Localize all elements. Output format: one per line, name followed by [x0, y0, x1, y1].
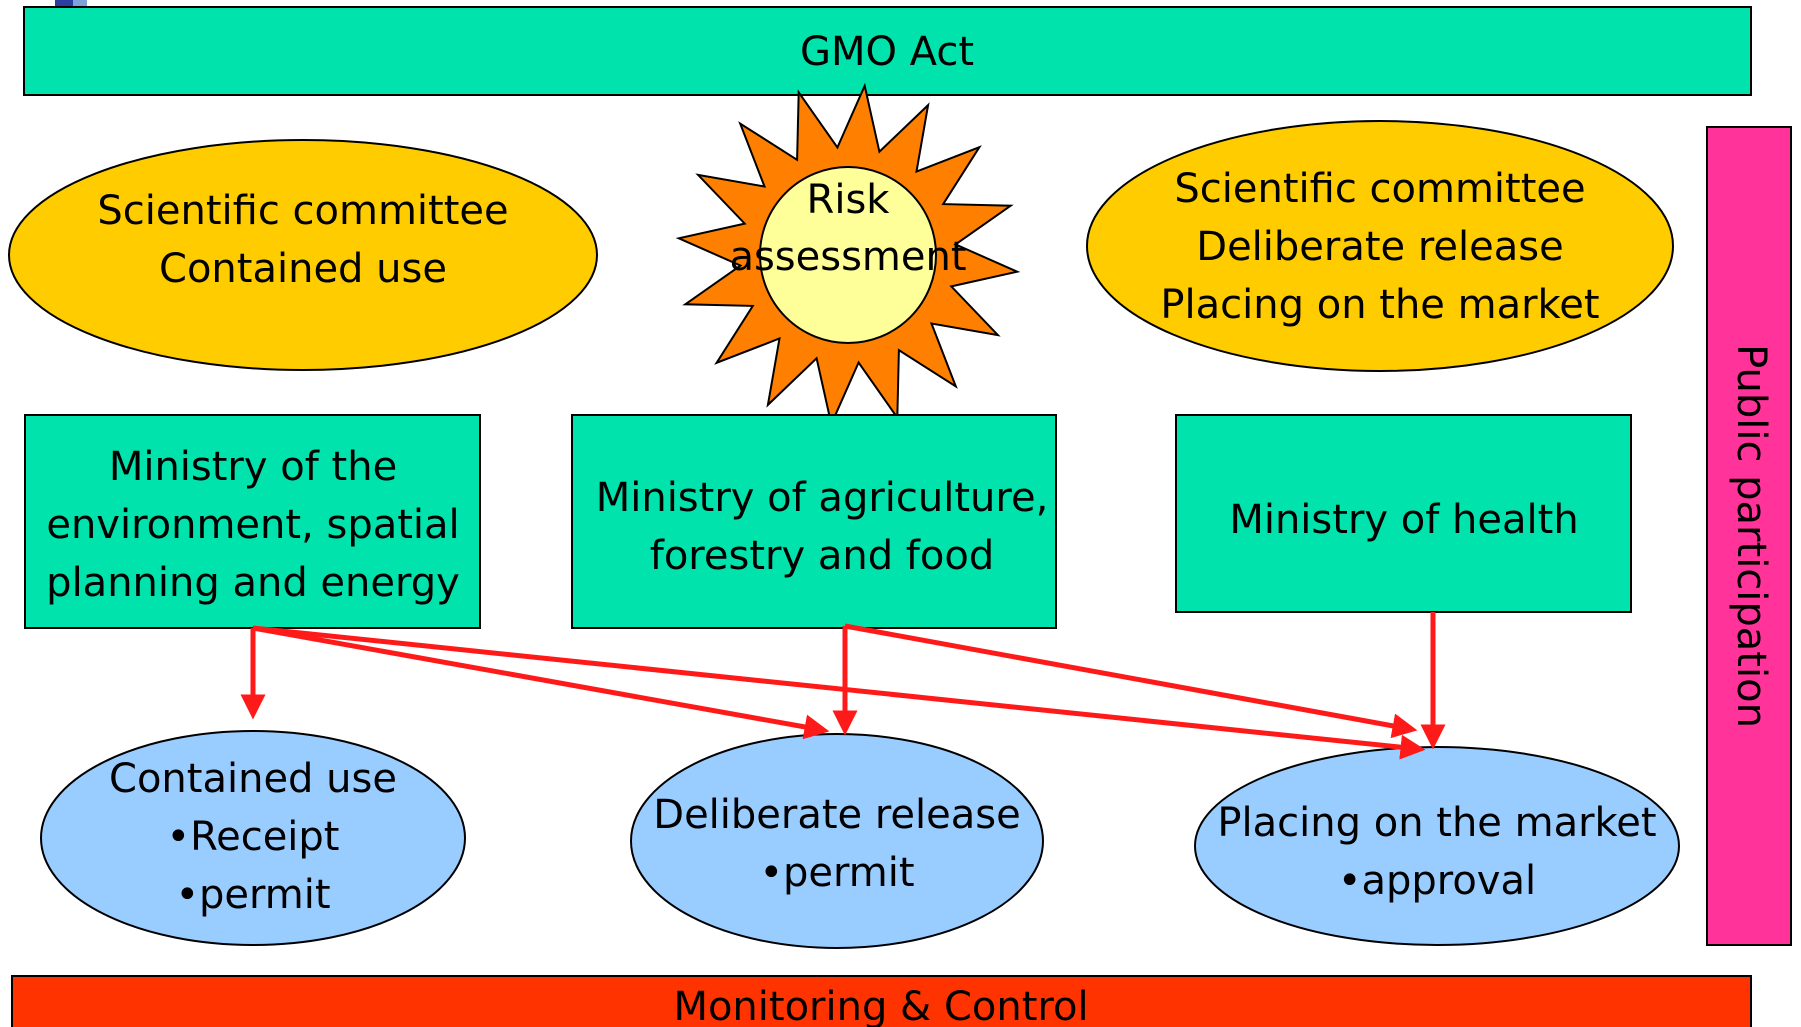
monitoring-control-bar: Monitoring & Control — [11, 975, 1752, 1027]
outcome-contained-use: Contained use •Receipt •permit — [40, 730, 466, 946]
outcome-contained-line-3: •permit — [175, 872, 330, 918]
outcome-market-line-2: •approval — [1338, 858, 1536, 904]
committee-contained-use: Scientific committee Contained use — [8, 139, 598, 371]
committee-left-line-1: Scientific committee — [97, 188, 508, 234]
ministry-agriculture-box: Ministry of agriculture, forestry and fo… — [571, 414, 1057, 629]
public-participation-label: Public participation — [1728, 344, 1774, 728]
gmo-act-label: GMO Act — [800, 29, 974, 75]
arrow-env-to-release — [252, 625, 830, 740]
public-participation-bar: Public participation — [1706, 126, 1792, 946]
outcome-market-line-1: Placing on the market — [1217, 800, 1656, 846]
flow-arrows — [240, 612, 1446, 760]
ministry-health-line-1: Ministry of health — [1229, 497, 1578, 543]
risk-assessment-sun: Risk assessment — [675, 82, 1021, 428]
gmo-act-bar: GMO Act — [23, 6, 1752, 96]
ministry-agri-line-2: forestry and food — [650, 533, 994, 579]
ministry-env-line-1: Ministry of the — [109, 444, 397, 490]
committee-right-line-2: Deliberate release — [1196, 224, 1563, 270]
monitoring-label: Monitoring & Control — [673, 984, 1088, 1027]
outcome-contained-line-2: •Receipt — [167, 814, 340, 860]
outcome-release-line-2: •permit — [759, 850, 914, 896]
committee-left-line-2: Contained use — [159, 246, 447, 292]
ministry-agri-line-1: Ministry of agriculture, — [596, 475, 1049, 521]
committee-right-line-1: Scientific committee — [1174, 166, 1585, 212]
arrow-agri-to-market — [844, 623, 1418, 739]
ministry-env-line-2: environment, spatial — [46, 502, 459, 548]
arrow-env-to-market — [252, 625, 1426, 760]
risk-label-line-2: assessment — [729, 234, 966, 280]
committee-release-market: Scientific committee Deliberate release … — [1086, 120, 1674, 372]
outcome-contained-line-1: Contained use — [109, 756, 397, 802]
ministry-env-line-3: planning and energy — [46, 560, 460, 606]
committee-right-line-3: Placing on the market — [1160, 282, 1599, 328]
ministry-environment-box: Ministry of the environment, spatial pla… — [24, 414, 481, 629]
ministry-health-box: Ministry of health — [1175, 414, 1632, 613]
risk-label-line-1: Risk — [807, 177, 891, 223]
outcome-deliberate-release: Deliberate release •permit — [630, 733, 1044, 949]
outcome-placing-market: Placing on the market •approval — [1194, 746, 1680, 946]
outcome-release-line-1: Deliberate release — [653, 792, 1020, 838]
